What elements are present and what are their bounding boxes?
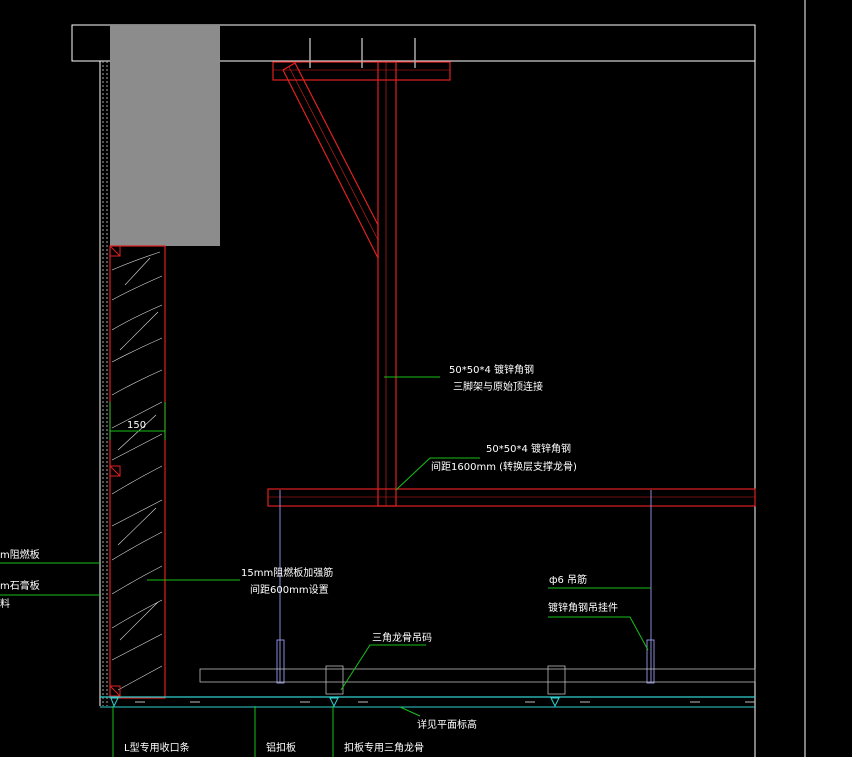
tripod-connection-label: 三脚架与原始顶连接 — [453, 380, 543, 393]
rod-label: ф6 吊筋 — [549, 573, 587, 586]
left-label-3: 料 — [0, 597, 10, 610]
support-joist — [267, 488, 756, 507]
dimension-150-text: 150 — [127, 420, 146, 431]
wood-board — [109, 245, 166, 699]
hanger-rods — [276, 490, 655, 684]
dimension-150: 150 — [109, 402, 166, 440]
bottom-label-3: 扣板专用三角龙骨 — [344, 741, 424, 754]
angle-steel-label-1: 50*50*4 镀锌角钢 — [449, 363, 534, 376]
joist-spacing-label: 间距1600mm (转换层支撑龙骨) — [431, 460, 577, 473]
bottom-label-2: 铝扣板 — [266, 741, 296, 754]
steel-bracket — [272, 61, 451, 507]
triangle-clip-label: 三角龙骨吊码 — [372, 631, 432, 644]
left-label-2: m石膏板 — [0, 579, 40, 592]
board-label-2: 间距600mm设置 — [250, 583, 329, 596]
wall-block — [110, 25, 220, 246]
board-label-1: 15mm阻燃板加强筋 — [241, 566, 333, 579]
angle-steel-label-2: 50*50*4 镀锌角钢 — [486, 442, 571, 455]
plan-height-label: 详见平面标高 — [417, 718, 477, 731]
left-label-1: m阻燃板 — [0, 548, 40, 561]
anchor-bolts — [309, 38, 416, 68]
ceiling-panel — [100, 696, 755, 708]
bottom-label-1: L型专用收口条 — [124, 741, 190, 754]
main-channel — [199, 668, 756, 683]
hanger-label: 镀锌角钢吊挂件 — [548, 601, 618, 614]
channel-clips — [325, 665, 566, 695]
leader-lines — [0, 376, 651, 757]
